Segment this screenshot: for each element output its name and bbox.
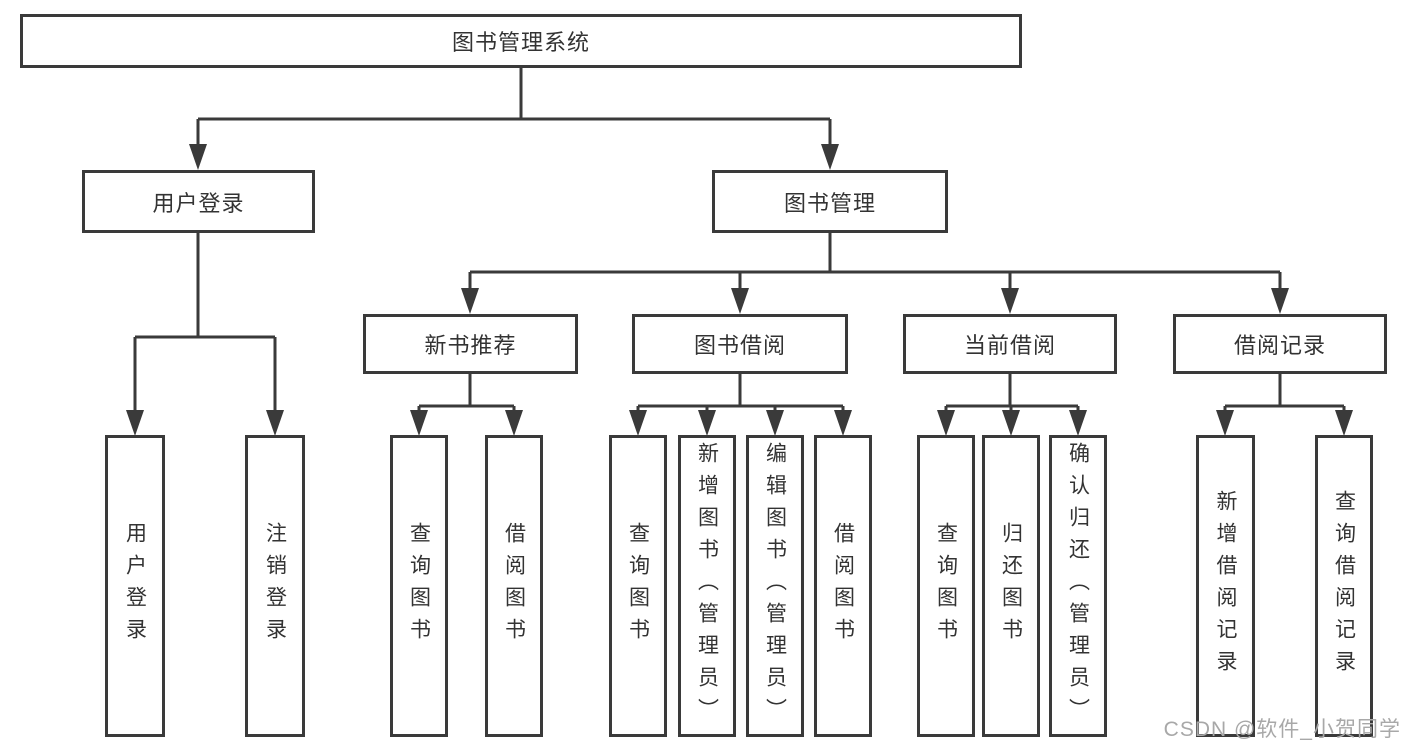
leaf-query-books-recommend-label: 查询图书 bbox=[407, 522, 431, 650]
node-book-management: 图书管理 bbox=[712, 170, 948, 233]
node-new-book-recommend-label: 新书推荐 bbox=[424, 333, 517, 358]
leaf-borrow-books-label: 借阅图书 bbox=[831, 522, 855, 650]
leaf-query-books-current: 查询图书 bbox=[917, 435, 975, 737]
leaf-add-borrow-record: 新增借阅记录 bbox=[1196, 435, 1255, 737]
connector-current-borrow-children bbox=[937, 374, 1087, 436]
leaf-edit-books-admin-label: 编辑图书（管理员） bbox=[763, 442, 787, 730]
node-borrow-records: 借阅记录 bbox=[1173, 314, 1387, 374]
node-root-label: 图书管理系统 bbox=[451, 30, 590, 55]
leaf-logout-label: 注销登录 bbox=[263, 522, 287, 650]
node-book-borrow-label: 图书借阅 bbox=[693, 333, 786, 358]
leaf-edit-books-admin: 编辑图书（管理员） bbox=[746, 435, 804, 737]
leaf-add-books-admin-label: 新增图书（管理员） bbox=[695, 442, 719, 730]
leaf-user-login-label: 用户登录 bbox=[123, 522, 147, 650]
leaf-query-borrow-record-label: 查询借阅记录 bbox=[1332, 490, 1356, 682]
leaf-query-books-current-label: 查询图书 bbox=[934, 522, 958, 650]
leaf-query-books-recommend: 查询图书 bbox=[390, 435, 448, 737]
leaf-borrow-books: 借阅图书 bbox=[814, 435, 872, 737]
leaf-return-books: 归还图书 bbox=[982, 435, 1040, 737]
connector-book-borrow-children bbox=[629, 374, 852, 436]
leaf-user-login: 用户登录 bbox=[105, 435, 165, 737]
leaf-confirm-return-admin-label: 确认归还（管理员） bbox=[1066, 442, 1090, 730]
node-current-borrow: 当前借阅 bbox=[903, 314, 1117, 374]
leaf-add-books-admin: 新增图书（管理员） bbox=[678, 435, 736, 737]
leaf-return-books-label: 归还图书 bbox=[999, 522, 1023, 650]
connector-book-management-children bbox=[461, 233, 1289, 314]
node-book-management-label: 图书管理 bbox=[783, 190, 876, 216]
leaf-query-books-borrow: 查询图书 bbox=[609, 435, 667, 737]
node-user-login: 用户登录 bbox=[82, 170, 315, 233]
node-current-borrow-label: 当前借阅 bbox=[963, 333, 1056, 358]
node-book-borrow: 图书借阅 bbox=[632, 314, 848, 374]
csdn-watermark: CSDN @软件_小贺同学 bbox=[1163, 718, 1401, 741]
leaf-logout: 注销登录 bbox=[245, 435, 305, 737]
node-root-library-management-system: 图书管理系统 bbox=[20, 14, 1022, 68]
connector-borrow-records-children bbox=[1216, 374, 1353, 436]
leaf-query-borrow-record: 查询借阅记录 bbox=[1315, 435, 1373, 737]
leaf-query-books-borrow-label: 查询图书 bbox=[626, 522, 650, 650]
node-new-book-recommend: 新书推荐 bbox=[363, 314, 578, 374]
connector-new-book-recommend-children bbox=[410, 374, 523, 436]
leaf-borrow-books-recommend: 借阅图书 bbox=[485, 435, 543, 737]
connector-root-to-level2 bbox=[189, 68, 839, 170]
node-user-login-label: 用户登录 bbox=[152, 190, 245, 216]
node-borrow-records-label: 借阅记录 bbox=[1233, 333, 1326, 358]
leaf-confirm-return-admin: 确认归还（管理员） bbox=[1049, 435, 1107, 737]
leaf-borrow-books-recommend-label: 借阅图书 bbox=[502, 522, 526, 650]
leaf-add-borrow-record-label: 新增借阅记录 bbox=[1214, 490, 1237, 682]
connector-user-login-children bbox=[126, 233, 284, 436]
